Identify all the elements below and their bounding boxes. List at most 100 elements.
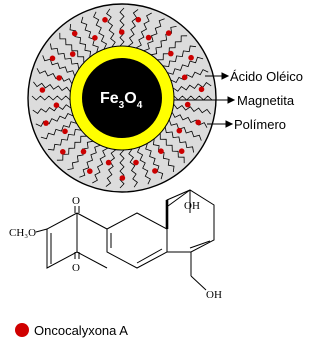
oleic-acid-chain bbox=[173, 103, 211, 115]
oleic-acid-chain bbox=[127, 9, 139, 47]
oncocalyxone-structure bbox=[35, 189, 215, 291]
oleic-acid-chain bbox=[170, 69, 209, 84]
bond bbox=[76, 251, 108, 269]
oleic-acid-chain bbox=[150, 26, 177, 56]
oleic-acid-chain bbox=[106, 8, 116, 48]
drug-dot bbox=[178, 148, 185, 154]
oleic-acid-chain bbox=[92, 147, 108, 184]
oleic-acid-chain bbox=[40, 121, 77, 140]
oleic-acid-chain bbox=[36, 68, 73, 84]
drug-dot bbox=[118, 29, 125, 35]
callouts bbox=[174, 72, 236, 128]
oleic-acid-chain bbox=[67, 140, 94, 170]
drug-dot bbox=[87, 168, 93, 174]
core-sub-2: 4 bbox=[137, 100, 143, 111]
drug-dot bbox=[69, 51, 76, 57]
drug-dot bbox=[71, 30, 78, 37]
ring-bond bbox=[167, 189, 191, 207]
oleic-acid-chain bbox=[164, 126, 194, 153]
oleic-acid-chain bbox=[128, 148, 138, 188]
oleic-acid-chain bbox=[50, 43, 80, 70]
drug-dot bbox=[49, 55, 56, 62]
oleic-acid-chain bbox=[119, 7, 125, 47]
drug-dot bbox=[181, 74, 188, 81]
oleic-acid-arrowhead bbox=[221, 72, 230, 80]
iron-oxide-core bbox=[82, 58, 162, 138]
legend: Oncocalyxona A bbox=[15, 323, 128, 338]
oleic-acid-chain bbox=[119, 149, 125, 189]
oleic-acid-chain bbox=[172, 82, 212, 92]
legend-dot bbox=[15, 323, 29, 337]
oleic-acid-chains bbox=[31, 7, 213, 189]
drug-dot bbox=[198, 86, 205, 93]
oleic-acid-chain bbox=[32, 104, 72, 114]
drug-dot bbox=[145, 34, 152, 41]
drug-dot bbox=[92, 35, 98, 41]
drug-dot bbox=[119, 175, 126, 181]
oleic-acid-chain bbox=[69, 23, 92, 58]
oleic-acid-label: Ácido Oléico bbox=[230, 69, 303, 84]
core-label: Fe3O4 bbox=[100, 90, 143, 111]
oleic-acid-chain bbox=[31, 95, 71, 101]
carbonyl-bottom-label: O bbox=[72, 262, 80, 274]
methoxy-label: CH₃O bbox=[9, 227, 36, 239]
oleic-acid-chain bbox=[47, 128, 82, 151]
carbonyl-top-label: O bbox=[72, 195, 80, 207]
drug-dot bbox=[176, 127, 183, 134]
oleic-acid-chain bbox=[56, 135, 87, 161]
oleic-acid-chain bbox=[136, 146, 151, 185]
drug-dot bbox=[39, 87, 46, 93]
magnetite-label: Magnetita bbox=[237, 93, 295, 108]
drug-dot bbox=[165, 30, 172, 36]
polymer-arrowhead bbox=[225, 120, 234, 128]
magnetite-arrowhead bbox=[227, 96, 236, 104]
drug-dot bbox=[135, 16, 142, 23]
oleic-acid-chain bbox=[80, 16, 99, 53]
drug-dot bbox=[152, 168, 158, 174]
drug-dot bbox=[60, 149, 66, 155]
oleic-acid-chain bbox=[162, 45, 197, 68]
drug-dot bbox=[195, 119, 201, 126]
oleic-acid-chain bbox=[167, 56, 204, 75]
oleic-acid-chain bbox=[35, 112, 74, 127]
oleic-acid-chain bbox=[105, 149, 117, 187]
double-bond bbox=[189, 240, 211, 249]
drug-dot bbox=[102, 17, 108, 23]
oleic-acid-chain bbox=[143, 18, 165, 52]
oleic-acid-chain bbox=[42, 55, 76, 77]
drug-dot bbox=[56, 75, 62, 81]
ring-b bbox=[106, 212, 168, 269]
core-symbol: Fe bbox=[100, 90, 119, 107]
oleic-acid-chain bbox=[159, 133, 185, 164]
drug-dot bbox=[80, 148, 87, 155]
drug-dots bbox=[39, 16, 205, 181]
ring-a bbox=[46, 212, 78, 269]
drug-dot bbox=[168, 50, 174, 57]
polymer-label: Polímero bbox=[234, 117, 286, 132]
oleic-acid-chain bbox=[168, 119, 202, 141]
oleic-acid-chain bbox=[152, 138, 175, 173]
methoxy-bond bbox=[35, 228, 48, 233]
drug-dot bbox=[184, 101, 191, 108]
oleic-acid-chain bbox=[79, 144, 101, 178]
drug-dot bbox=[188, 54, 194, 61]
drug-dot bbox=[62, 128, 68, 135]
core-sub-1: 3 bbox=[119, 100, 125, 111]
legend-label: Oncocalyxona A bbox=[34, 323, 128, 338]
oleic-acid-chain bbox=[93, 11, 108, 50]
drug-dot bbox=[133, 159, 139, 166]
oleic-acid-chain bbox=[33, 81, 71, 93]
drug-dot bbox=[105, 159, 112, 166]
drug-dot bbox=[158, 148, 164, 154]
oh-bond bbox=[190, 275, 207, 291]
aromatic-bond bbox=[136, 248, 163, 264]
hydroxyl-top-label: OH bbox=[184, 200, 200, 212]
hydroxyl-bottom-label: OH bbox=[206, 289, 222, 301]
oleic-acid-chain bbox=[171, 112, 208, 128]
oleic-acid-chain bbox=[173, 95, 213, 101]
drug-dot bbox=[53, 102, 60, 108]
oleic-acid-chain bbox=[59, 32, 85, 63]
drug-dot bbox=[43, 120, 49, 126]
oleic-acid-chain bbox=[157, 35, 188, 61]
